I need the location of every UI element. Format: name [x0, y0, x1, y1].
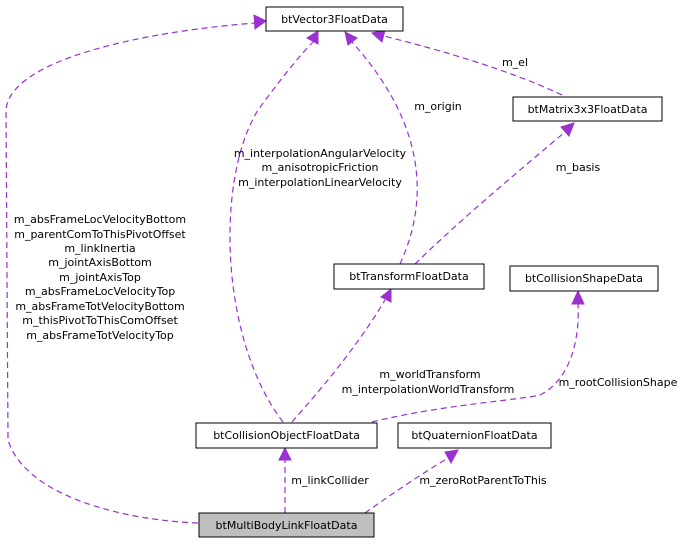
edge-transform-to-vector3: m_origin: [344, 31, 462, 265]
edge-label-collobj-to-vector3-1: m_anisotropicFriction: [261, 161, 378, 174]
arrowhead-transform-to-matrix: [560, 122, 575, 137]
node-label-btVector3FloatData: btVector3FloatData: [281, 13, 388, 26]
node-btCollisionObjectFloatData[interactable]: btCollisionObjectFloatData: [195, 422, 378, 449]
node-label-btCollisionObjectFloatData: btCollisionObjectFloatData: [213, 429, 360, 442]
edge-transform-to-matrix: m_basis: [414, 122, 601, 265]
arrowhead-transform-to-vector3: [344, 31, 358, 46]
edge-label-collobj-to-vector3-0: m_interpolationAngularVelocity: [234, 147, 407, 160]
arrowhead-link-to-vector3: [253, 14, 267, 30]
node-btTransformFloatData[interactable]: btTransformFloatData: [333, 263, 485, 290]
node-label-btMatrix3x3FloatData: btMatrix3x3FloatData: [528, 103, 648, 116]
edge-label-link-to-collobj-0: m_linkCollider: [291, 474, 369, 487]
edge-label-link-to-vector3-6: m_absFrameTotVelocityBottom: [15, 300, 184, 313]
edge-link-to-vector3: m_absFrameLocVelocityBottom m_parentComT…: [5, 14, 267, 524]
arrowhead-collobj-to-shape: [571, 289, 585, 305]
edge-label-link-to-vector3-2: m_linkInertia: [64, 242, 135, 255]
edge-label-transform-to-matrix-0: m_basis: [556, 161, 601, 174]
arrowhead-link-to-quaternion: [444, 449, 459, 465]
edge-label-transform-to-vector3-0: m_origin: [414, 100, 462, 113]
edge-label-link-to-vector3-5: m_absFrameLocVelocityTop: [25, 285, 175, 298]
arrowhead-collobj-to-transform: [380, 287, 392, 303]
edge-collobj-to-transform: m_worldTransform m_interpolationWorldTra…: [291, 287, 515, 423]
edge-label-link-to-vector3-8: m_absFrameTotVelocityTop: [26, 329, 174, 342]
node-label-btQuaternionFloatData: btQuaternionFloatData: [411, 429, 537, 442]
node-label-btTransformFloatData: btTransformFloatData: [349, 270, 468, 283]
arrowhead-link-to-collobj: [278, 446, 292, 461]
arrowhead-matrix-to-vector3: [370, 29, 386, 43]
node-btMatrix3x3FloatData[interactable]: btMatrix3x3FloatData: [512, 96, 663, 122]
edge-label-collobj-to-vector3-2: m_interpolationLinearVelocity: [238, 176, 402, 189]
edge-collobj-to-vector3: m_interpolationAngularVelocity m_anisotr…: [229, 30, 407, 423]
node-btMultiBodyLinkFloatData[interactable]: btMultiBodyLinkFloatData: [198, 512, 375, 538]
edge-label-link-to-quaternion-0: m_zeroRotParentToThis: [419, 474, 546, 487]
edge-link-to-collobj: m_linkCollider: [278, 446, 369, 513]
edge-label-link-to-vector3-7: m_thisPivotToThisComOffset: [22, 314, 178, 327]
edge-label-link-to-vector3-1: m_parentComToThisPivotOffset: [14, 228, 186, 241]
node-label-btCollisionShapeData: btCollisionShapeData: [525, 272, 643, 285]
node-label-btMultiBodyLinkFloatData: btMultiBodyLinkFloatData: [216, 519, 358, 532]
edge-matrix-to-vector3: m_el: [370, 29, 563, 96]
edge-label-link-to-vector3-3: m_jointAxisBottom: [48, 256, 152, 269]
edge-label-collobj-to-transform-1: m_interpolationWorldTransform: [342, 383, 515, 396]
node-btCollisionShapeData[interactable]: btCollisionShapeData: [509, 265, 659, 292]
edge-collobj-to-shape: m_rootCollisionShape: [371, 289, 678, 423]
edge-label-collobj-to-shape-0: m_rootCollisionShape: [559, 376, 678, 389]
arrowhead-collobj-to-vector3: [306, 30, 319, 45]
edge-label-matrix-to-vector3-0: m_el: [502, 56, 528, 69]
node-btVector3FloatData[interactable]: btVector3FloatData: [265, 6, 404, 32]
edge-label-collobj-to-transform-0: m_worldTransform: [379, 368, 480, 381]
edge-link-to-quaternion: m_zeroRotParentToThis: [364, 449, 547, 514]
edge-label-link-to-vector3-0: m_absFrameLocVelocityBottom: [14, 213, 186, 226]
edge-label-link-to-vector3-4: m_jointAxisTop: [59, 271, 141, 284]
node-btQuaternionFloatData[interactable]: btQuaternionFloatData: [397, 422, 552, 449]
